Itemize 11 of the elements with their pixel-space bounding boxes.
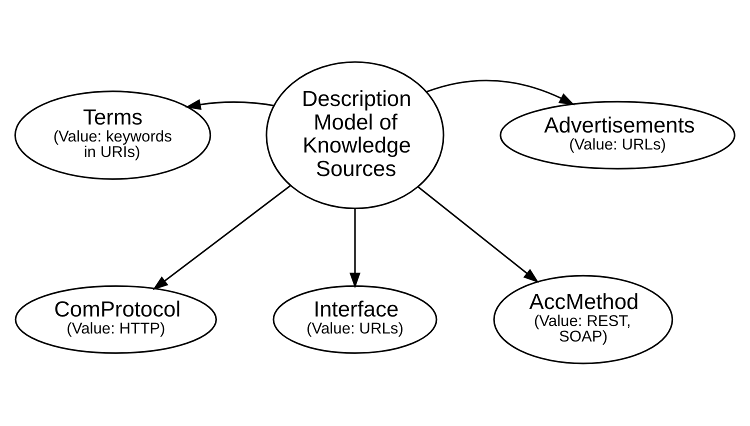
node-ellipse: AccMethod (Value: REST, SOAP) <box>493 274 674 364</box>
arrow <box>152 185 291 290</box>
arrow <box>426 80 575 106</box>
node-ellipse: Terms (Value: keywords in URIs) <box>14 90 212 180</box>
node-ellipse: Advertisements (Value: URLs) <box>500 100 736 170</box>
node-ellipse: Interface (Value: URLs) <box>272 285 438 354</box>
arrow <box>350 208 360 288</box>
node-ellipse: Description Model of Knowledge Sources <box>266 61 444 210</box>
node-ellipse: ComProtocol (Value: HTTP) <box>14 285 217 354</box>
arrow <box>185 99 274 110</box>
arrow <box>417 186 539 283</box>
